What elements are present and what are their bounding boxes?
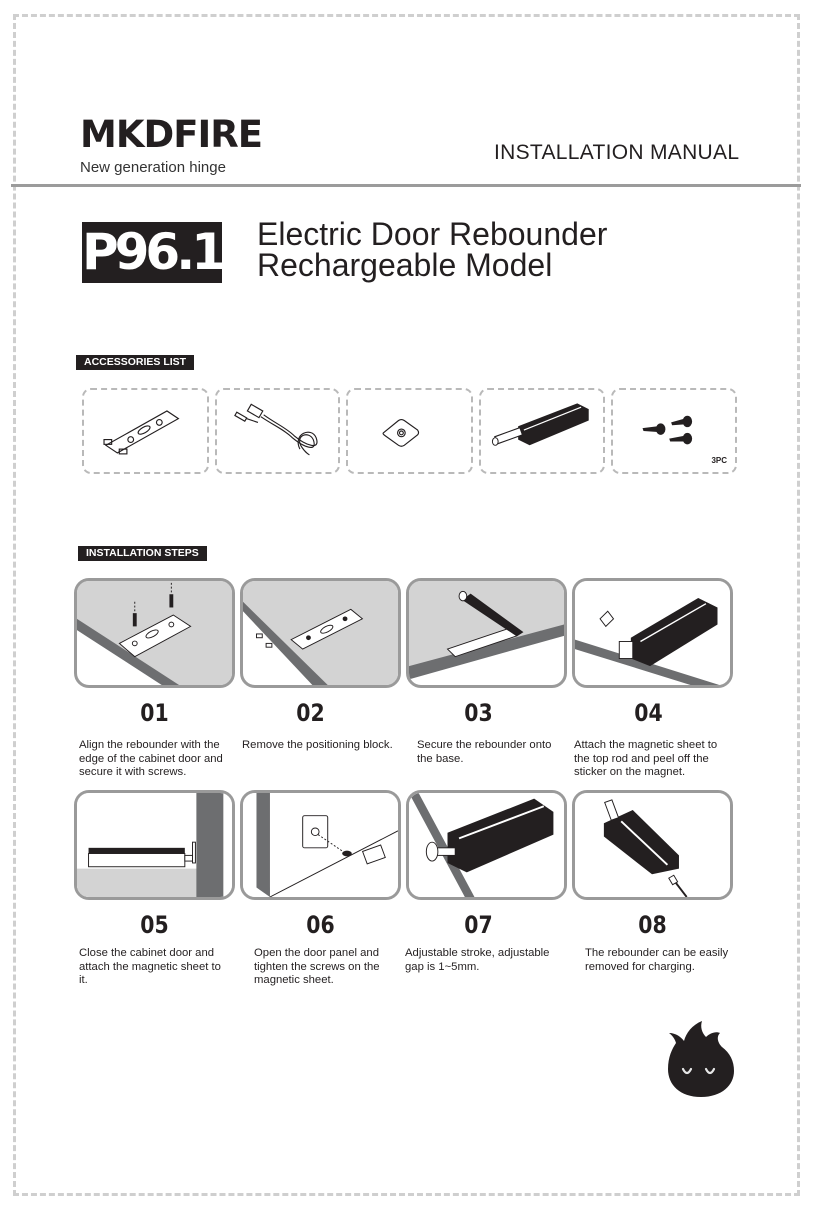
installation-section-label: INSTALLATION STEPS [78,546,207,561]
flame-mascot-icon [668,1021,734,1097]
step-01-number: 01 [140,699,169,727]
product-title: Electric Door Rebounder Rechargeable Mod… [257,216,608,283]
step-02-text: Remove the positioning block. [242,739,393,751]
base-plate-icon [103,410,180,455]
step-06-illustration [240,790,401,900]
step-05-text: Close the cabinet door and attach the ma… [79,947,221,986]
step-02-number: 02 [296,699,325,727]
step-05-illustration [74,790,235,900]
document-type-title: INSTALLATION MANUAL [494,141,740,164]
step-07-text: Adjustable stroke, adjustable gap is 1~5… [405,947,550,973]
step-01-text: Align the rebounder with the edge of the… [79,739,223,778]
step-07-number: 07 [464,911,493,939]
step-05-number: 05 [140,911,169,939]
step-06-number: 06 [306,911,335,939]
step-03-number: 03 [464,699,493,727]
accessory-magnetic-sheet [346,388,473,474]
accessory-base-plate [82,388,209,474]
model-badge: P96.1 [82,222,226,283]
brand-logo: MKDFIRE [80,113,263,156]
magnetic-sheet-icon [382,418,420,447]
step-06-text: Open the door panel and tighten the scre… [254,947,380,986]
page-border [13,14,800,1196]
usb-cable-icon [234,403,318,456]
step-04-number: 04 [634,699,663,727]
accessory-screws: 3PC [611,388,737,474]
header-divider [11,184,801,187]
step-08-illustration [572,790,733,900]
step-04-illustration [572,578,733,688]
step-02-illustration [240,578,401,688]
step-01-illustration [74,578,235,688]
screws-icon [642,415,693,445]
step-08-number: 08 [638,911,667,939]
brand-tagline: New generation hinge [80,159,226,176]
step-03-illustration [406,578,567,688]
product-title-line1: Electric Door Rebounder [257,216,608,252]
step-03-text: Secure the rebounder onto the base. [417,739,552,765]
step-04-text: Attach the magnetic sheet to the top rod… [574,739,718,778]
step-07-illustration [406,790,567,900]
accessories-section-label: ACCESSORIES LIST [76,355,195,370]
accessory-rebounder [479,388,605,474]
screws-quantity: 3PC [711,456,727,465]
product-title-line2: Rechargeable Model [257,247,553,283]
step-08-text: The rebounder can be easily removed for … [585,947,729,973]
rebounder-icon [491,403,589,446]
accessory-usb-cable [215,388,340,474]
